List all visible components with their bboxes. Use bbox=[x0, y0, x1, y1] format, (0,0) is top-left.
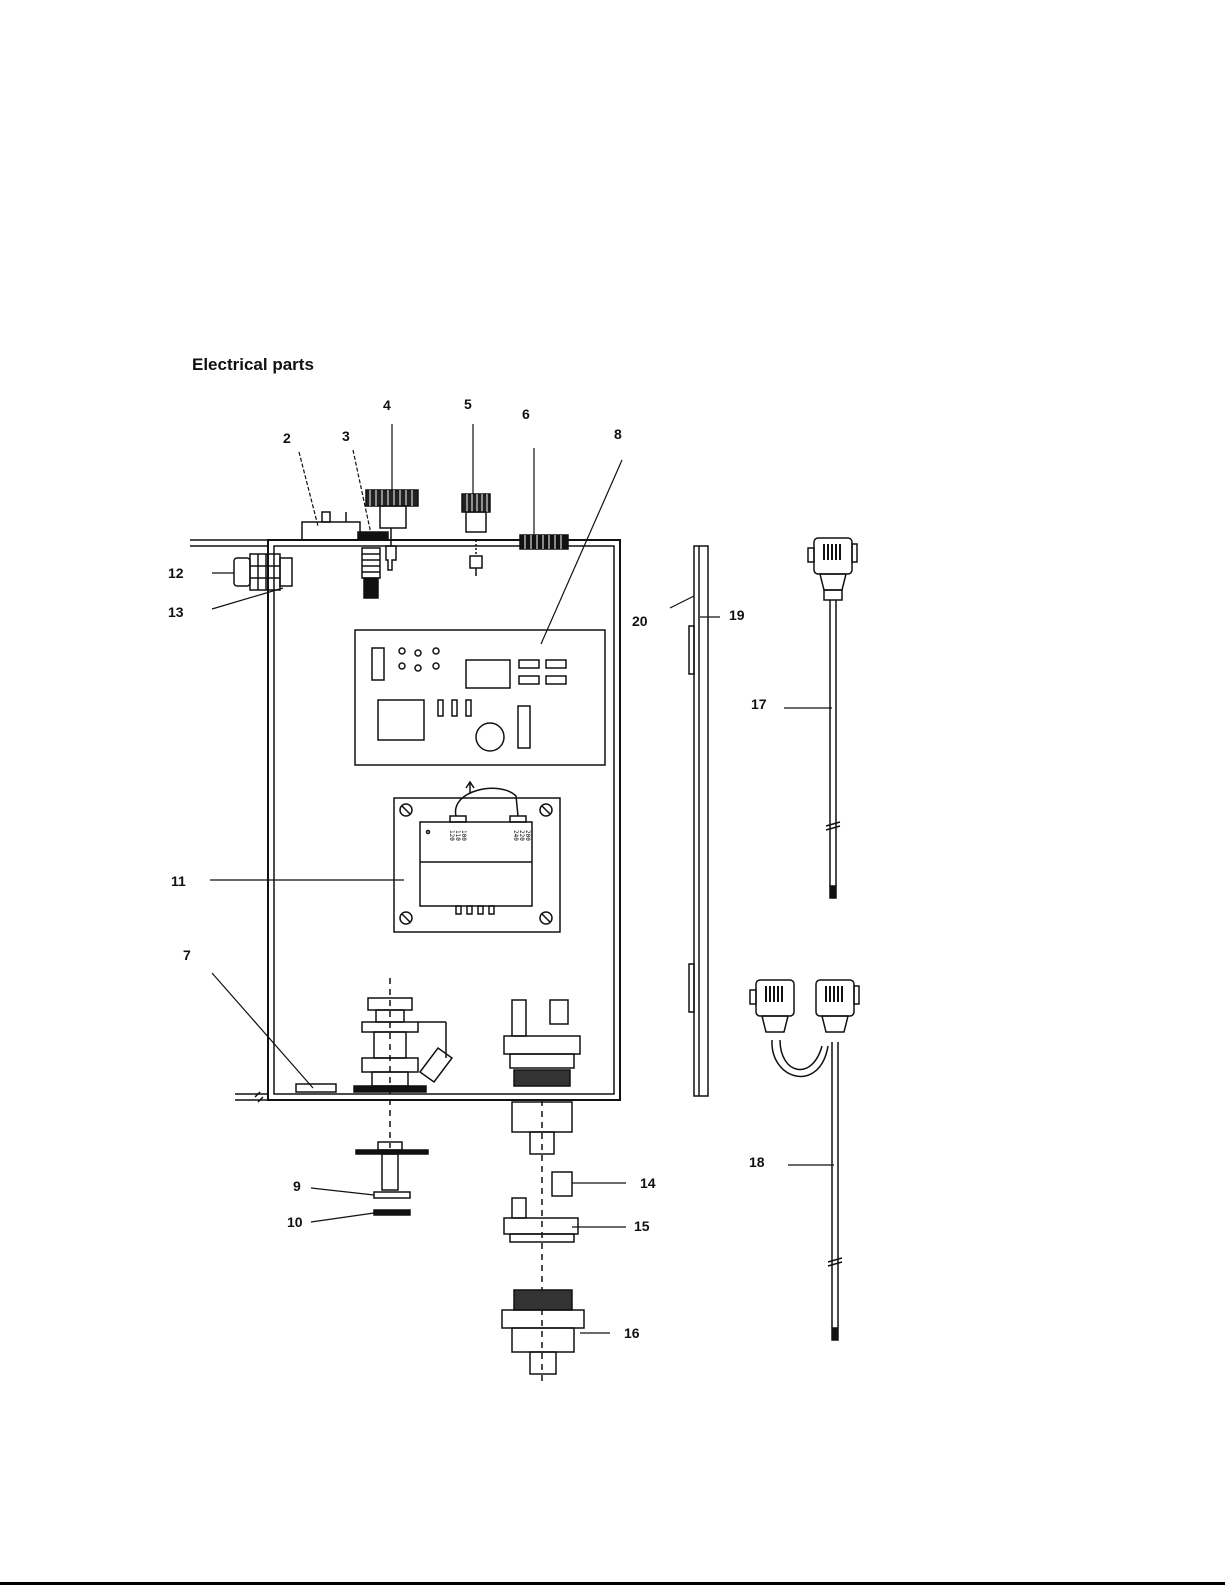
callout-10: 10 bbox=[287, 1214, 303, 1230]
callout-7: 7 bbox=[183, 947, 191, 963]
tap-120-label: 120 bbox=[448, 830, 455, 841]
leader-lines bbox=[210, 424, 834, 1333]
part-18-split-cord bbox=[750, 980, 859, 1340]
callout-18: 18 bbox=[749, 1154, 765, 1170]
transformer-tap-labels: 120 110 100 240 220 200 bbox=[448, 830, 531, 841]
callout-16: 16 bbox=[624, 1325, 640, 1341]
callout-4: 4 bbox=[383, 397, 391, 413]
callout-13: 13 bbox=[168, 604, 184, 620]
relay-assembly bbox=[354, 978, 452, 1148]
callout-numbers: 2 3 4 5 6 8 12 13 11 7 9 10 14 15 16 20 … bbox=[168, 396, 767, 1341]
callout-2: 2 bbox=[283, 430, 291, 446]
callout-11: 11 bbox=[171, 873, 186, 889]
callout-14: 14 bbox=[640, 1175, 656, 1191]
part-8-control-board bbox=[355, 630, 605, 765]
callout-19: 19 bbox=[729, 607, 745, 623]
part-12-13-side-gland bbox=[234, 554, 292, 590]
part-6-gland bbox=[520, 535, 568, 549]
part-17-power-cord bbox=[808, 538, 857, 898]
part-2-terminal bbox=[302, 512, 360, 540]
callout-17: 17 bbox=[751, 696, 767, 712]
callout-15: 15 bbox=[634, 1218, 650, 1234]
part-19-20-rail bbox=[689, 546, 708, 1096]
part-3-switch bbox=[358, 532, 388, 598]
callout-5: 5 bbox=[464, 396, 472, 412]
enclosure-box bbox=[190, 540, 620, 1102]
callout-3: 3 bbox=[342, 428, 350, 444]
right-stack-assembly bbox=[502, 1000, 584, 1385]
part-9-10-bracket bbox=[356, 1142, 428, 1215]
part-5-fuse-holder bbox=[462, 494, 490, 576]
tap-110-label: 110 bbox=[454, 830, 461, 841]
tap-240-label: 240 bbox=[512, 830, 519, 841]
callout-12: 12 bbox=[168, 565, 184, 581]
tap-100-label: 100 bbox=[460, 830, 467, 841]
part-4-knob bbox=[366, 490, 418, 570]
tap-220-label: 220 bbox=[518, 830, 525, 841]
callout-20: 20 bbox=[632, 613, 648, 629]
part-11-transformer bbox=[394, 782, 560, 932]
tap-200-label: 200 bbox=[524, 830, 531, 841]
callout-8: 8 bbox=[614, 426, 622, 442]
callout-9: 9 bbox=[293, 1178, 301, 1194]
callout-6: 6 bbox=[522, 406, 530, 422]
part-7-plate bbox=[296, 1084, 336, 1092]
